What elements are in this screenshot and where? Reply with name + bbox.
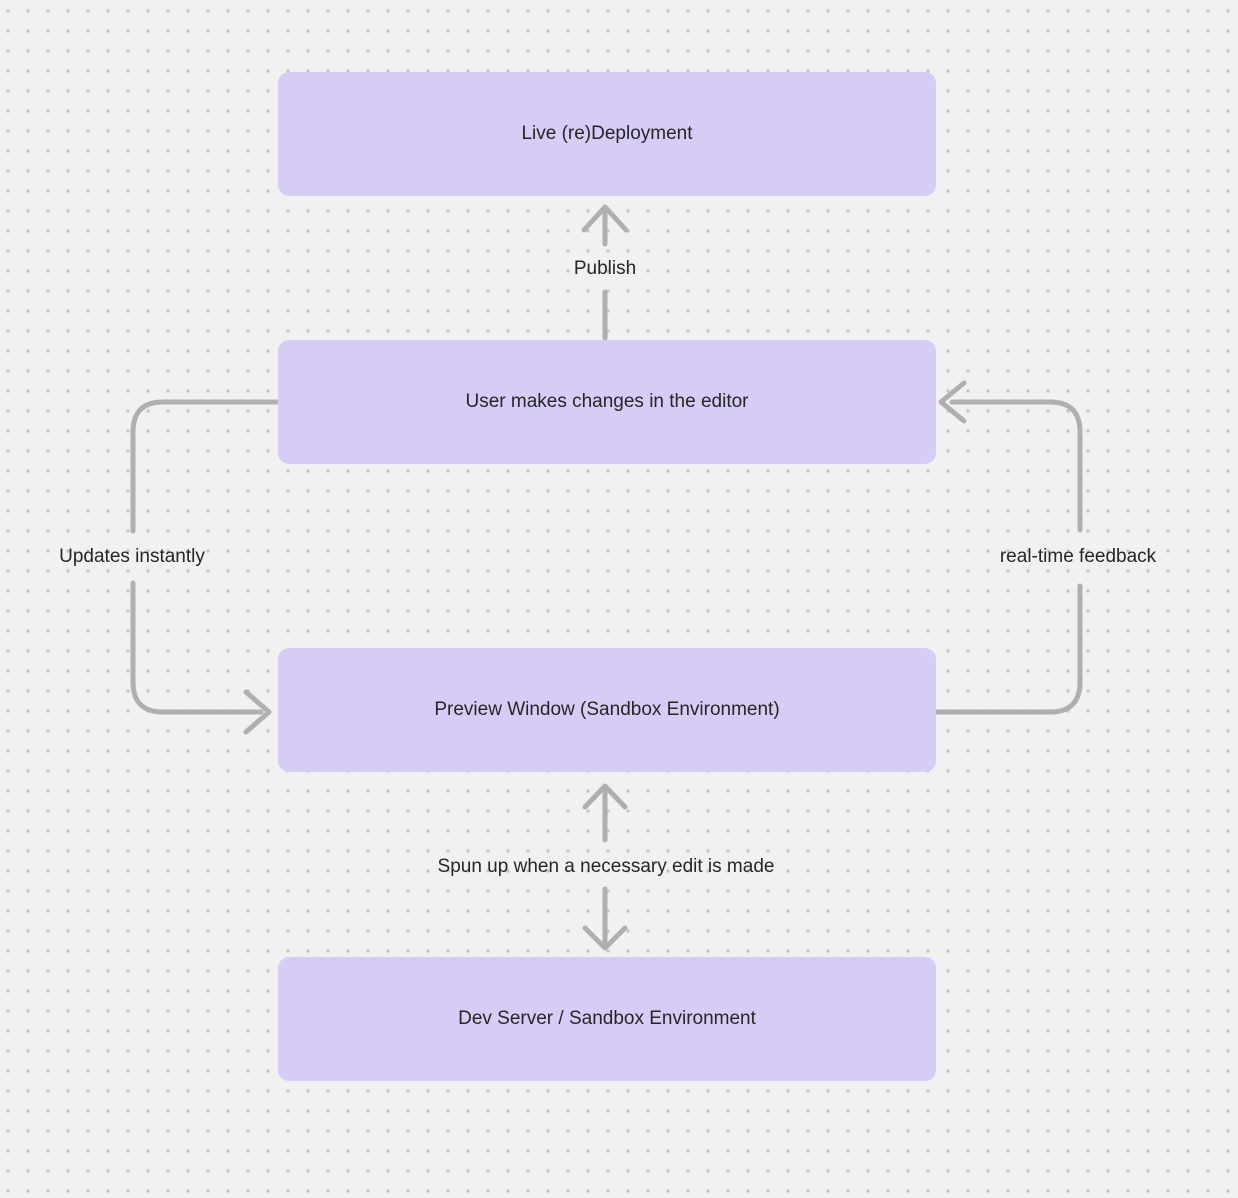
node-dev-server-label: Dev Server / Sandbox Environment [458,1007,756,1029]
connector-realtime-feedback[interactable] [933,380,1083,715]
connector-publish[interactable] [581,204,629,341]
edge-label-publish[interactable]: Publish [573,258,637,279]
node-user-editor[interactable]: User makes changes in the editor [278,340,936,464]
updates-curve-lower [130,580,264,715]
node-preview-window[interactable]: Preview Window (Sandbox Environment) [278,648,936,772]
node-live-deployment[interactable]: Live (re)Deployment [278,72,936,196]
spun-up-arrowhead-up-icon [582,783,628,810]
node-preview-window-label: Preview Window (Sandbox Environment) [434,698,780,720]
updates-curve-upper [130,399,281,534]
feedback-curve-upper [949,399,1083,533]
node-user-editor-label: User makes changes in the editor [465,390,749,412]
publish-arrowhead-up-icon [581,204,629,233]
updates-arrowhead-right-icon [243,689,272,735]
edge-label-realtime-feedback[interactable]: real-time feedback [999,546,1157,567]
connector-updates-instantly[interactable] [130,399,281,735]
spun-down-arrowhead-down-icon [582,925,628,951]
feedback-curve-lower [933,583,1083,715]
connector-spun-up[interactable] [582,783,628,951]
feedback-arrowhead-left-icon [938,380,967,424]
edge-label-spun-up[interactable]: Spun up when a necessary edit is made [437,856,775,877]
node-live-deployment-label: Live (re)Deployment [521,122,693,144]
node-dev-server[interactable]: Dev Server / Sandbox Environment [278,957,936,1081]
edge-label-updates-instantly[interactable]: Updates instantly [59,546,205,567]
